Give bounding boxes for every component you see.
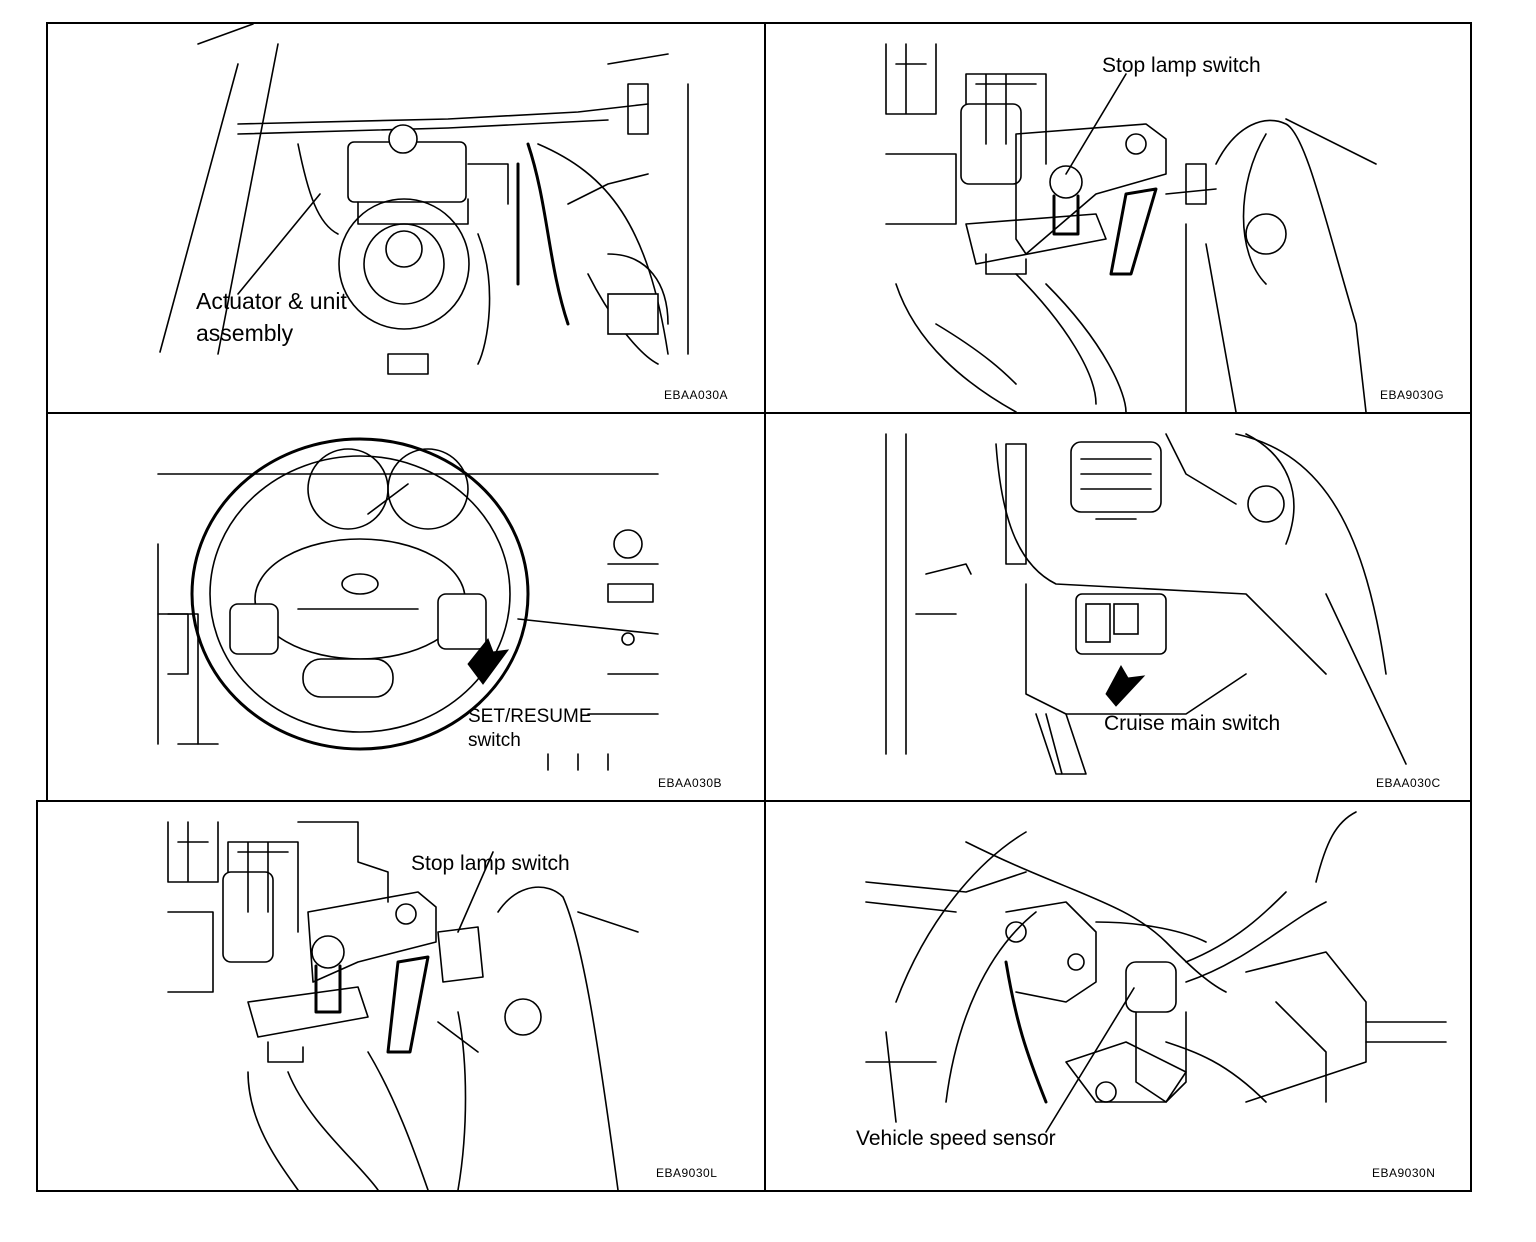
- panel-stop-lamp-lower: Stop lamp switch EBA9030L: [38, 802, 764, 1190]
- illustration-sheet: Actuator & unit assembly EBAA030A S: [36, 22, 1472, 1194]
- label-actuator-line-2: assembly: [196, 320, 294, 346]
- label-stop-lamp-upper: Stop lamp switch: [1102, 54, 1261, 77]
- label-stop-lamp-lower: Stop lamp switch: [411, 852, 570, 875]
- vehicle-speed-sensor-illustration: [865, 811, 1447, 1133]
- divider-row-2: [36, 800, 1472, 802]
- stop-lamp-lower-illustration: [167, 821, 639, 1190]
- label-set-resume-line-2: switch: [468, 730, 521, 751]
- label-cruise-main: Cruise main switch: [1104, 712, 1281, 735]
- panel-actuator: Actuator & unit assembly EBAA030A: [48, 24, 764, 412]
- label-vehicle-speed-sensor: Vehicle speed sensor: [856, 1127, 1056, 1150]
- panel-stop-lamp-upper: Stop lamp switch EBA9030G: [766, 24, 1470, 412]
- figure-code-a: EBAA030A: [664, 388, 729, 402]
- stop-lamp-upper-illustration: [885, 43, 1377, 412]
- sheet-border-left-lower: [36, 800, 38, 1192]
- set-resume-illustration: [157, 437, 659, 771]
- sheet-border-top: [46, 22, 1472, 24]
- label-actuator: Actuator & unit: [196, 288, 347, 314]
- actuator-illustration: [159, 24, 689, 375]
- cruise-main-illustration: [885, 433, 1407, 775]
- divider-row-1: [46, 412, 1472, 414]
- figure-code-g: EBA9030G: [1380, 388, 1445, 402]
- figure-code-b: EBAA030B: [658, 776, 723, 790]
- sheet-border-bottom: [36, 1190, 1472, 1192]
- divider-vertical: [764, 22, 766, 1192]
- panel-set-resume: SET/RESUME switch EBAA030B: [48, 414, 764, 800]
- figure-code-c: EBAA030C: [1376, 776, 1441, 790]
- label-set-resume: SET/RESUME: [468, 706, 592, 727]
- figure-code-l: EBA9030L: [656, 1166, 718, 1180]
- sheet-border-right: [1470, 22, 1472, 1192]
- panel-cruise-main: Cruise main switch EBAA030C: [766, 414, 1470, 800]
- figure-code-n: EBA9030N: [1372, 1166, 1436, 1180]
- panel-vehicle-speed-sensor: Vehicle speed sensor EBA9030N: [766, 802, 1470, 1190]
